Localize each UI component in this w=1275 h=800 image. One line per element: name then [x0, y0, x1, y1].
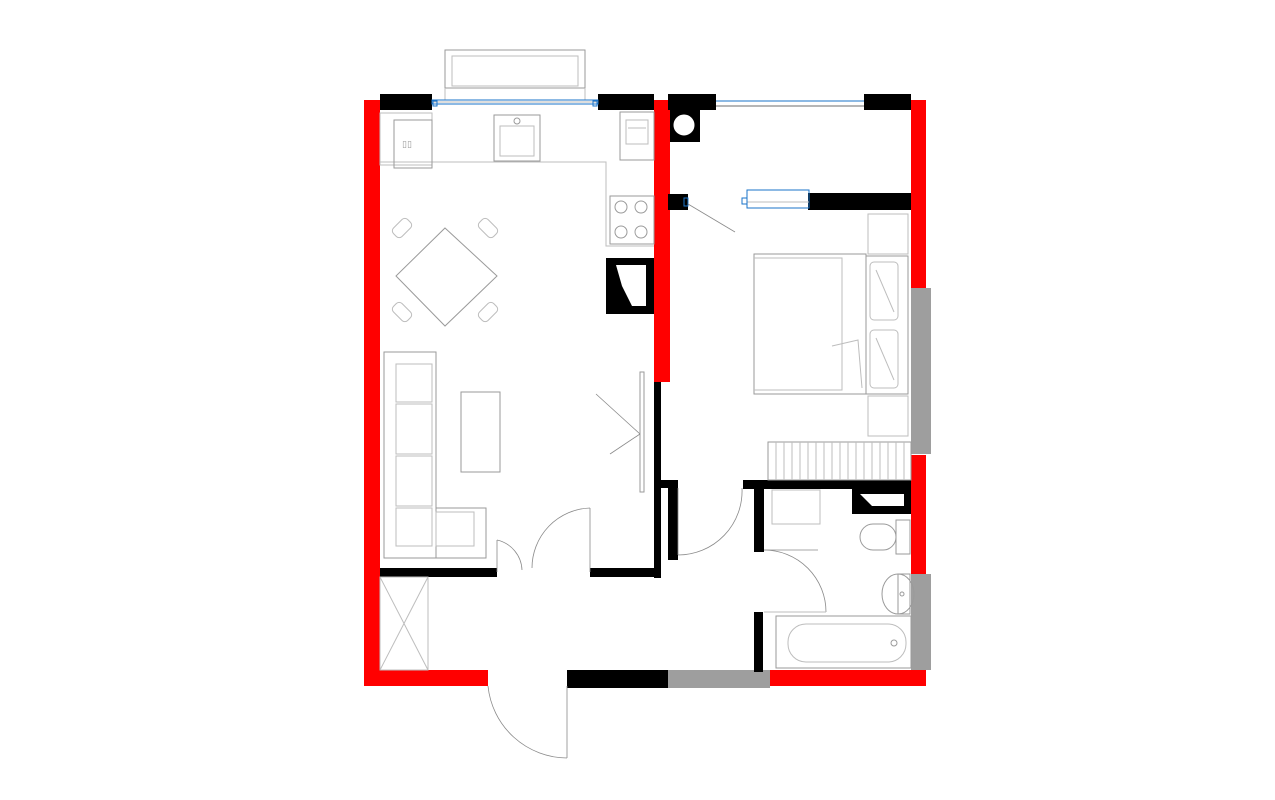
- right-exterior-wall-middle: [911, 455, 926, 575]
- entrance-partition: [668, 670, 770, 688]
- exterior-walls: [364, 100, 926, 686]
- sofa: [383, 351, 487, 559]
- toilet: [859, 519, 911, 555]
- bathroom-door: [763, 549, 827, 613]
- coffee-table: [460, 391, 501, 473]
- kitchen-bedroom-wall: [654, 100, 670, 382]
- sliding-door: [595, 371, 645, 493]
- right-exterior-wall-upper: [911, 100, 926, 290]
- bottom-left-exterior-wall: [364, 670, 488, 686]
- bedroom-door: [677, 487, 743, 556]
- kitchen-window: [431, 99, 599, 107]
- entrance-door: [487, 685, 568, 759]
- sink: [493, 114, 541, 162]
- interior-walls: [380, 94, 911, 688]
- bedroom-window: [716, 100, 864, 107]
- vent-duct: [670, 108, 700, 142]
- right-exterior-wall-lower: [911, 668, 926, 686]
- washing-machine: [771, 489, 821, 525]
- fridge: [393, 119, 433, 169]
- stove: [609, 195, 655, 245]
- bedroom-partition: [911, 288, 931, 454]
- dining-table: [391, 217, 499, 327]
- oven: [619, 111, 655, 161]
- left-exterior-wall: [364, 100, 380, 686]
- kitchen-counter: ▯▯: [379, 112, 654, 247]
- shoe-rack: [767, 441, 912, 481]
- bed: [753, 253, 909, 395]
- bedroom-door-glass: [683, 189, 810, 233]
- storage: [379, 576, 429, 671]
- svg-text:▯▯: ▯▯: [402, 140, 412, 150]
- bathtub: [775, 615, 912, 669]
- partitions: [668, 288, 931, 688]
- wardrobe: [867, 213, 909, 437]
- balcony: [444, 49, 586, 100]
- washbasin: [881, 573, 915, 615]
- living-room-door: [496, 507, 591, 572]
- bathroom-partition: [911, 574, 931, 670]
- bottom-right-exterior-wall: [770, 670, 926, 686]
